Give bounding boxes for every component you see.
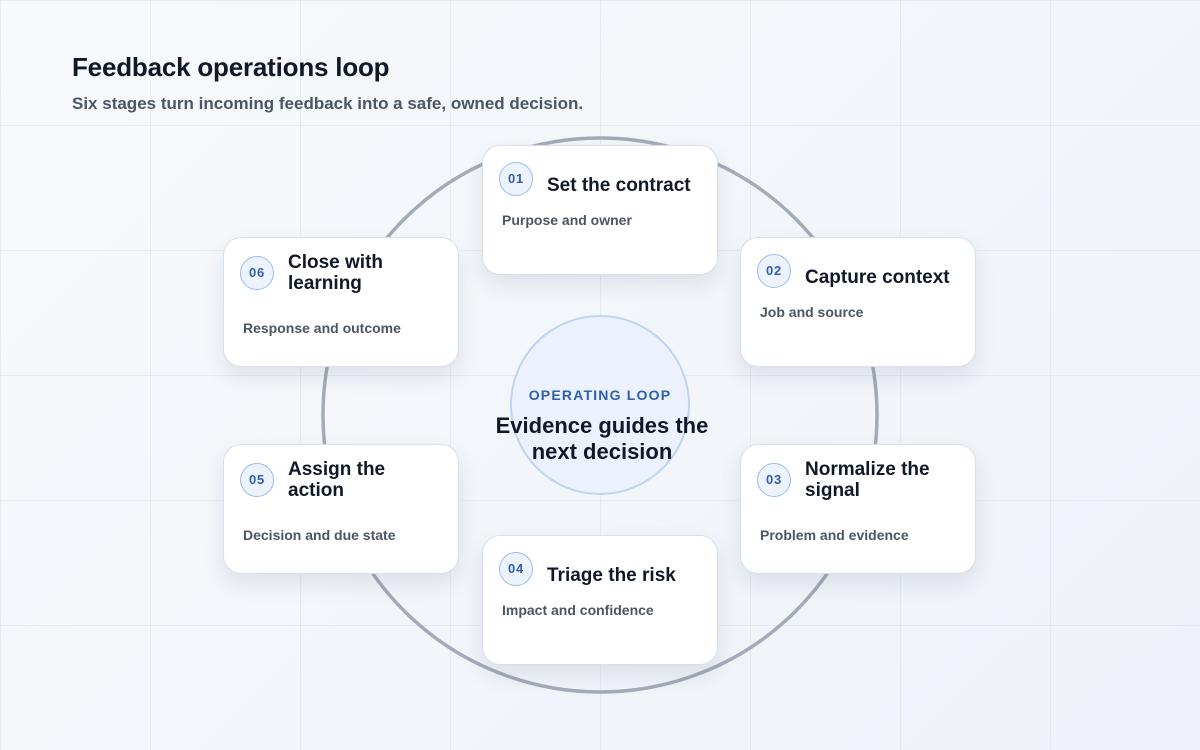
stage-title: Assign the action — [288, 459, 386, 501]
stage-title: Set the contract — [547, 175, 691, 196]
center-hub: OPERATING LOOP Evidence guides the next … — [496, 315, 708, 495]
stage-title: Normalize the signal — [805, 459, 930, 501]
stage-description: Response and outcome — [243, 320, 401, 336]
stage-description: Decision and due state — [243, 527, 396, 543]
stage-card-triage-the-risk[interactable]: 04 Triage the risk Impact and confidence — [482, 535, 718, 665]
stage-card-assign-the-action[interactable]: 05 Assign the action Decision and due st… — [223, 444, 459, 574]
center-kicker: OPERATING LOOP — [528, 387, 672, 403]
stage-description: Purpose and owner — [502, 212, 632, 228]
stage-number-badge: 05 — [240, 463, 274, 497]
stage-card-set-the-contract[interactable]: 01 Set the contract Purpose and owner — [482, 145, 718, 275]
stage-description: Problem and evidence — [760, 527, 909, 543]
stage-number-badge: 03 — [757, 463, 791, 497]
stage-card-normalize-the-signal[interactable]: 03 Normalize the signal Problem and evid… — [740, 444, 976, 574]
stage-title: Capture context — [805, 267, 950, 288]
stage-title: Close with learning — [288, 252, 384, 294]
page-title: Feedback operations loop — [72, 52, 390, 82]
stage-number-badge: 04 — [499, 552, 533, 586]
stage-card-close-with-learning[interactable]: 06 Close with learning Response and outc… — [223, 237, 459, 367]
stage-description: Impact and confidence — [502, 602, 654, 618]
stage-number-badge: 06 — [240, 256, 274, 290]
stage-title: Triage the risk — [547, 565, 676, 586]
stage-description: Job and source — [760, 304, 864, 320]
stage-card-capture-context[interactable]: 02 Capture context Job and source — [740, 237, 976, 367]
stage-number-badge: 02 — [757, 254, 791, 288]
page-subtitle: Six stages turn incoming feedback into a… — [72, 94, 584, 113]
center-statement: Evidence guides the next decision — [495, 413, 709, 464]
stage-number-badge: 01 — [499, 162, 533, 196]
